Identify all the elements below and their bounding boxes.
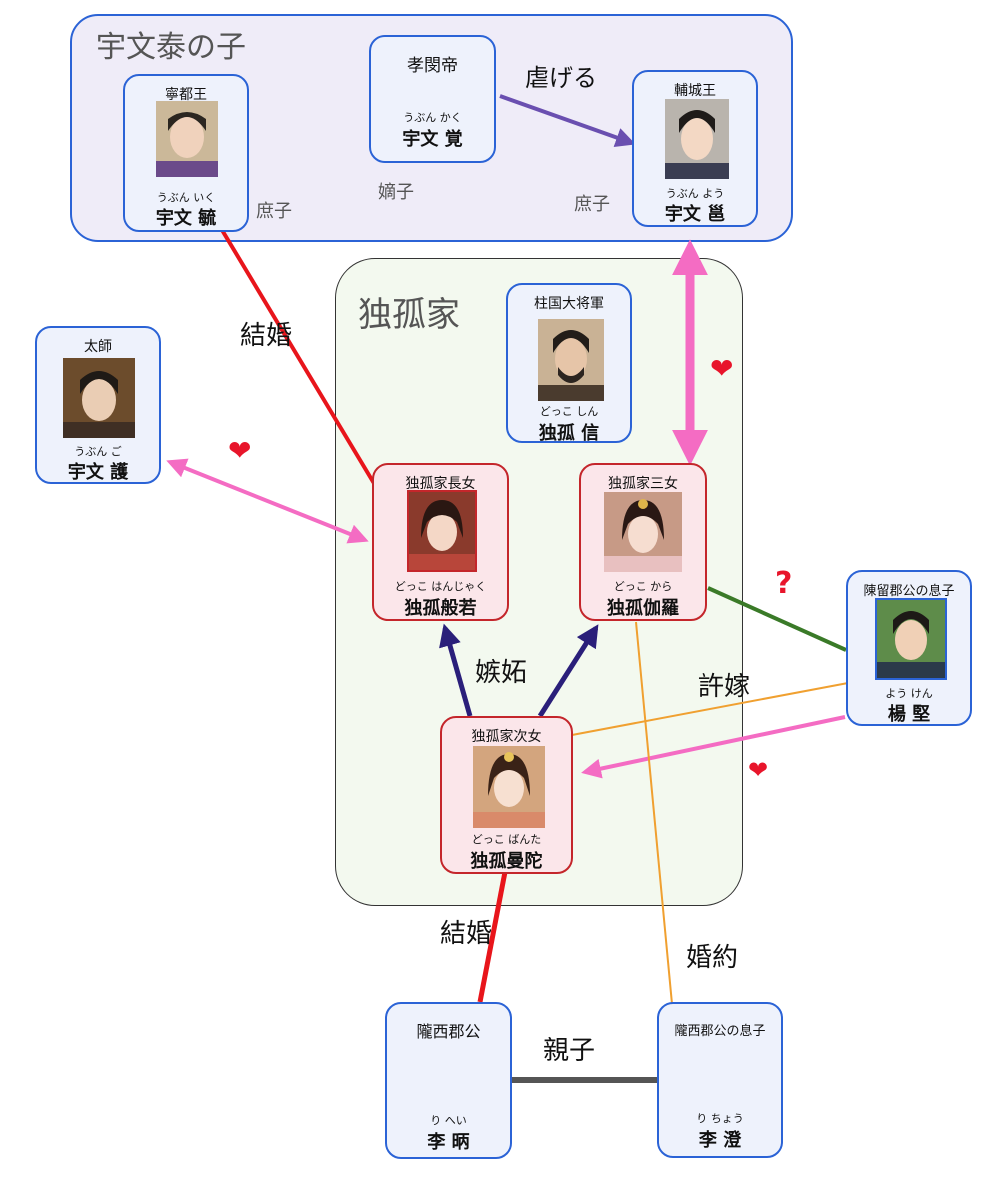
person-ruby: り へい — [430, 1114, 467, 1127]
portrait-photo — [473, 746, 545, 828]
card-dugu-banruo[interactable]: 独孤家長女 どっこ はんじゃく 独孤般若 — [372, 463, 509, 621]
card-li-bing[interactable]: 隴西郡公 り へい 李 昞 — [385, 1002, 512, 1159]
card-yang-jian[interactable]: 陳留郡公の息子 よう けん 楊 堅 — [846, 570, 972, 726]
jealousy-label: 嫉妬 — [475, 658, 528, 688]
portrait-photo — [538, 319, 604, 401]
person-ruby: うぶん いく — [156, 191, 216, 204]
card-yuwen-hu[interactable]: 太師 うぶん ご 宇文 護 — [35, 326, 161, 484]
heart-icon: ❤ — [710, 352, 734, 385]
jealousy-arrow-qieluo — [537, 624, 599, 718]
person-name: 独孤伽羅 — [607, 598, 679, 619]
person-title: 寧都王 — [165, 87, 207, 103]
person-ruby: どっこ ばんた — [471, 833, 542, 846]
marriage-line-yu-banruo — [220, 228, 377, 487]
illegitimate-label-2: 庶子 — [574, 194, 610, 215]
person-title: 太師 — [84, 339, 112, 355]
card-li-cheng[interactable]: 隴西郡公の息子 り ちょう 李 澄 — [657, 1002, 783, 1158]
card-dugu-qieluo[interactable]: 独孤家三女 どっこ から 独孤伽羅 — [579, 463, 707, 621]
marriage-label-1-text: 結婚 — [240, 321, 293, 351]
marriage-label-2-text: 結婚 — [440, 919, 493, 949]
person-title: 孝閔帝 — [407, 56, 458, 76]
person-ruby: り ちょう — [696, 1112, 744, 1125]
person-name: 独孤曼陀 — [470, 851, 543, 872]
person-name: 宇文 覚 — [402, 129, 463, 150]
person-name: 楊 堅 — [887, 704, 931, 725]
person-title: 独孤家次女 — [471, 729, 542, 745]
person-name: 宇文 毓 — [155, 208, 217, 229]
legitimate-label: 嫡子 — [378, 182, 414, 203]
marriage-label-1: 結婚 — [240, 318, 293, 354]
love-arrow-hu-banruo — [166, 458, 369, 544]
illegitimate-label-1: 庶子 — [256, 201, 292, 222]
abuse-arrow — [499, 94, 636, 148]
card-yuwen-yu[interactable]: 寧都王 うぶん いく 宇文 毓 — [123, 74, 249, 232]
person-title: 独孤家三女 — [608, 476, 678, 492]
love-arrow-yang-mantuo — [581, 715, 846, 779]
person-ruby: うぶん よう — [665, 187, 725, 200]
person-title: 輔城王 — [674, 83, 716, 99]
fiance-label: 許嫁 — [698, 672, 751, 702]
heart-icon: ❤ — [748, 756, 769, 784]
person-name: 独孤 信 — [538, 423, 600, 444]
marriage-label-2: 結婚 — [440, 916, 493, 952]
person-ruby: どっこ しん — [539, 405, 599, 418]
portrait-photo — [604, 492, 682, 572]
engagement-line — [635, 621, 673, 1005]
person-title: 陳留郡公の息子 — [863, 584, 955, 599]
marriage-line-mantuo-libing — [477, 871, 508, 1003]
person-name: 李 澄 — [698, 1130, 742, 1151]
person-name: 独孤般若 — [404, 598, 477, 619]
dugu-group-title: 独孤家 — [358, 295, 460, 335]
person-name: 宇文 護 — [67, 462, 129, 483]
portrait-photo — [156, 101, 218, 177]
portrait-photo — [407, 490, 477, 572]
yuwen-group-title: 宇文泰の子 — [96, 30, 246, 65]
abuse-label: 虐げる — [525, 64, 597, 92]
person-name: 宇文 邕 — [664, 204, 726, 225]
person-ruby: うぶん かく — [403, 111, 462, 124]
person-ruby: どっこ から — [613, 580, 673, 593]
person-title: 隴西郡公の息子 — [674, 1024, 766, 1039]
parent-child-label: 親子 — [543, 1036, 596, 1066]
fiance-line — [571, 682, 849, 736]
heart-icon: ❤ — [228, 434, 252, 467]
question-line — [707, 586, 847, 652]
person-ruby: どっこ はんじゃく — [394, 580, 487, 593]
person-title: 独孤家長女 — [405, 476, 476, 492]
card-dugu-mantuo[interactable]: 独孤家次女 どっこ ばんた 独孤曼陀 — [440, 716, 573, 874]
portrait-photo — [875, 598, 947, 680]
person-ruby: よう けん — [885, 687, 933, 700]
person-title: 柱国大将軍 — [534, 296, 604, 312]
portrait-photo — [665, 99, 729, 179]
person-title: 隴西郡公 — [416, 1022, 481, 1041]
jealousy-arrow-banruo — [439, 623, 473, 717]
card-yuwen-yong[interactable]: 輔城王 うぶん よう 宇文 邕 — [632, 70, 758, 227]
engagement-label: 婚約 — [686, 943, 739, 973]
person-name: 李 昞 — [427, 1132, 470, 1153]
question-mark: ? — [775, 566, 793, 601]
person-ruby: うぶん ご — [74, 445, 122, 458]
card-dugu-xin[interactable]: 柱国大将軍 どっこ しん 独孤 信 — [506, 283, 632, 444]
card-yuwen-jue[interactable]: 孝閔帝 うぶん かく 宇文 覚 — [369, 35, 496, 163]
portrait-photo — [63, 358, 135, 438]
